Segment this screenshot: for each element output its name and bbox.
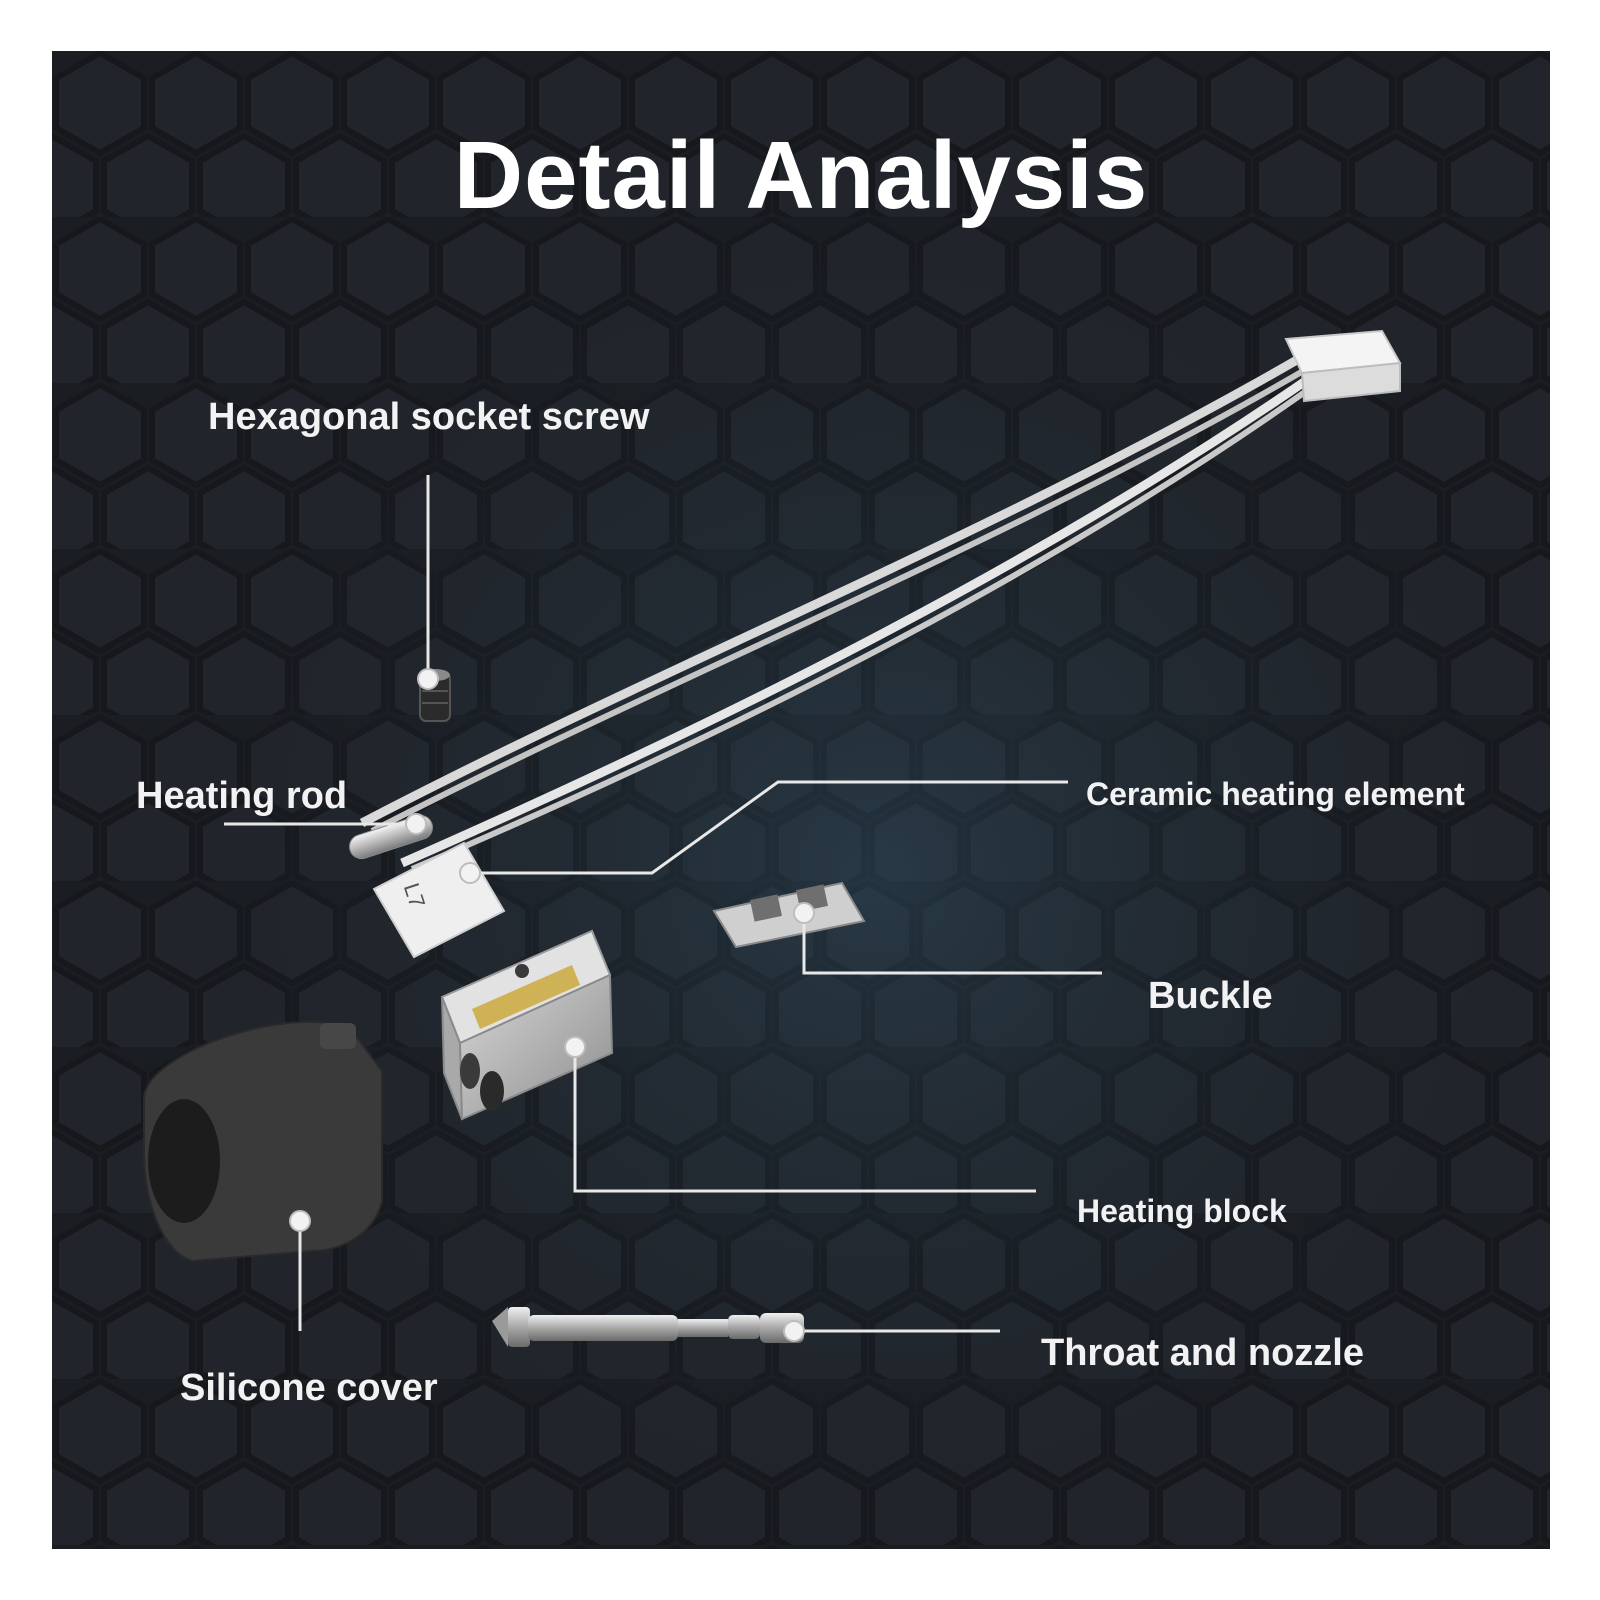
dot-buckle [793, 902, 815, 924]
ceramic-heating-element: L7 [372, 841, 506, 959]
cable-wires [359, 353, 1328, 872]
label-throat-nozzle: Throat and nozzle [1041, 1332, 1364, 1374]
dot-throat-nozzle [783, 1320, 805, 1342]
page-title: Detail Analysis [453, 122, 1149, 229]
label-buckle: Buckle [1148, 975, 1273, 1017]
label-heating-block: Heating block [1077, 1193, 1287, 1229]
label-silicone-cover: Silicone cover [180, 1367, 438, 1409]
silicone-cover [143, 1021, 383, 1263]
dot-silicone-cover [289, 1210, 311, 1232]
leader-heating-block [573, 1047, 1036, 1193]
dot-heating-rod [405, 813, 427, 835]
diagram-panel: Detail Analysis L7 [52, 51, 1550, 1549]
throat-and-nozzle [492, 1307, 804, 1347]
label-ceramic-element: Ceramic heating element [1086, 776, 1465, 812]
leader-buckle [802, 913, 1102, 975]
label-heating-rod: Heating rod [136, 775, 348, 817]
buckle [712, 881, 866, 949]
leader-ceramic-element [470, 780, 1068, 875]
dot-hex-screw [417, 668, 439, 690]
leader-lines [224, 475, 1102, 1333]
dot-heating-block [564, 1036, 586, 1058]
callout-dots [289, 668, 815, 1342]
jst-connector [1284, 329, 1402, 403]
dot-ceramic-element [459, 862, 481, 884]
label-hex-screw: Hexagonal socket screw [208, 396, 650, 438]
hexagon-background [52, 51, 1550, 1549]
parts-illustration: L7 [143, 329, 1402, 1347]
heating-block [440, 929, 614, 1121]
